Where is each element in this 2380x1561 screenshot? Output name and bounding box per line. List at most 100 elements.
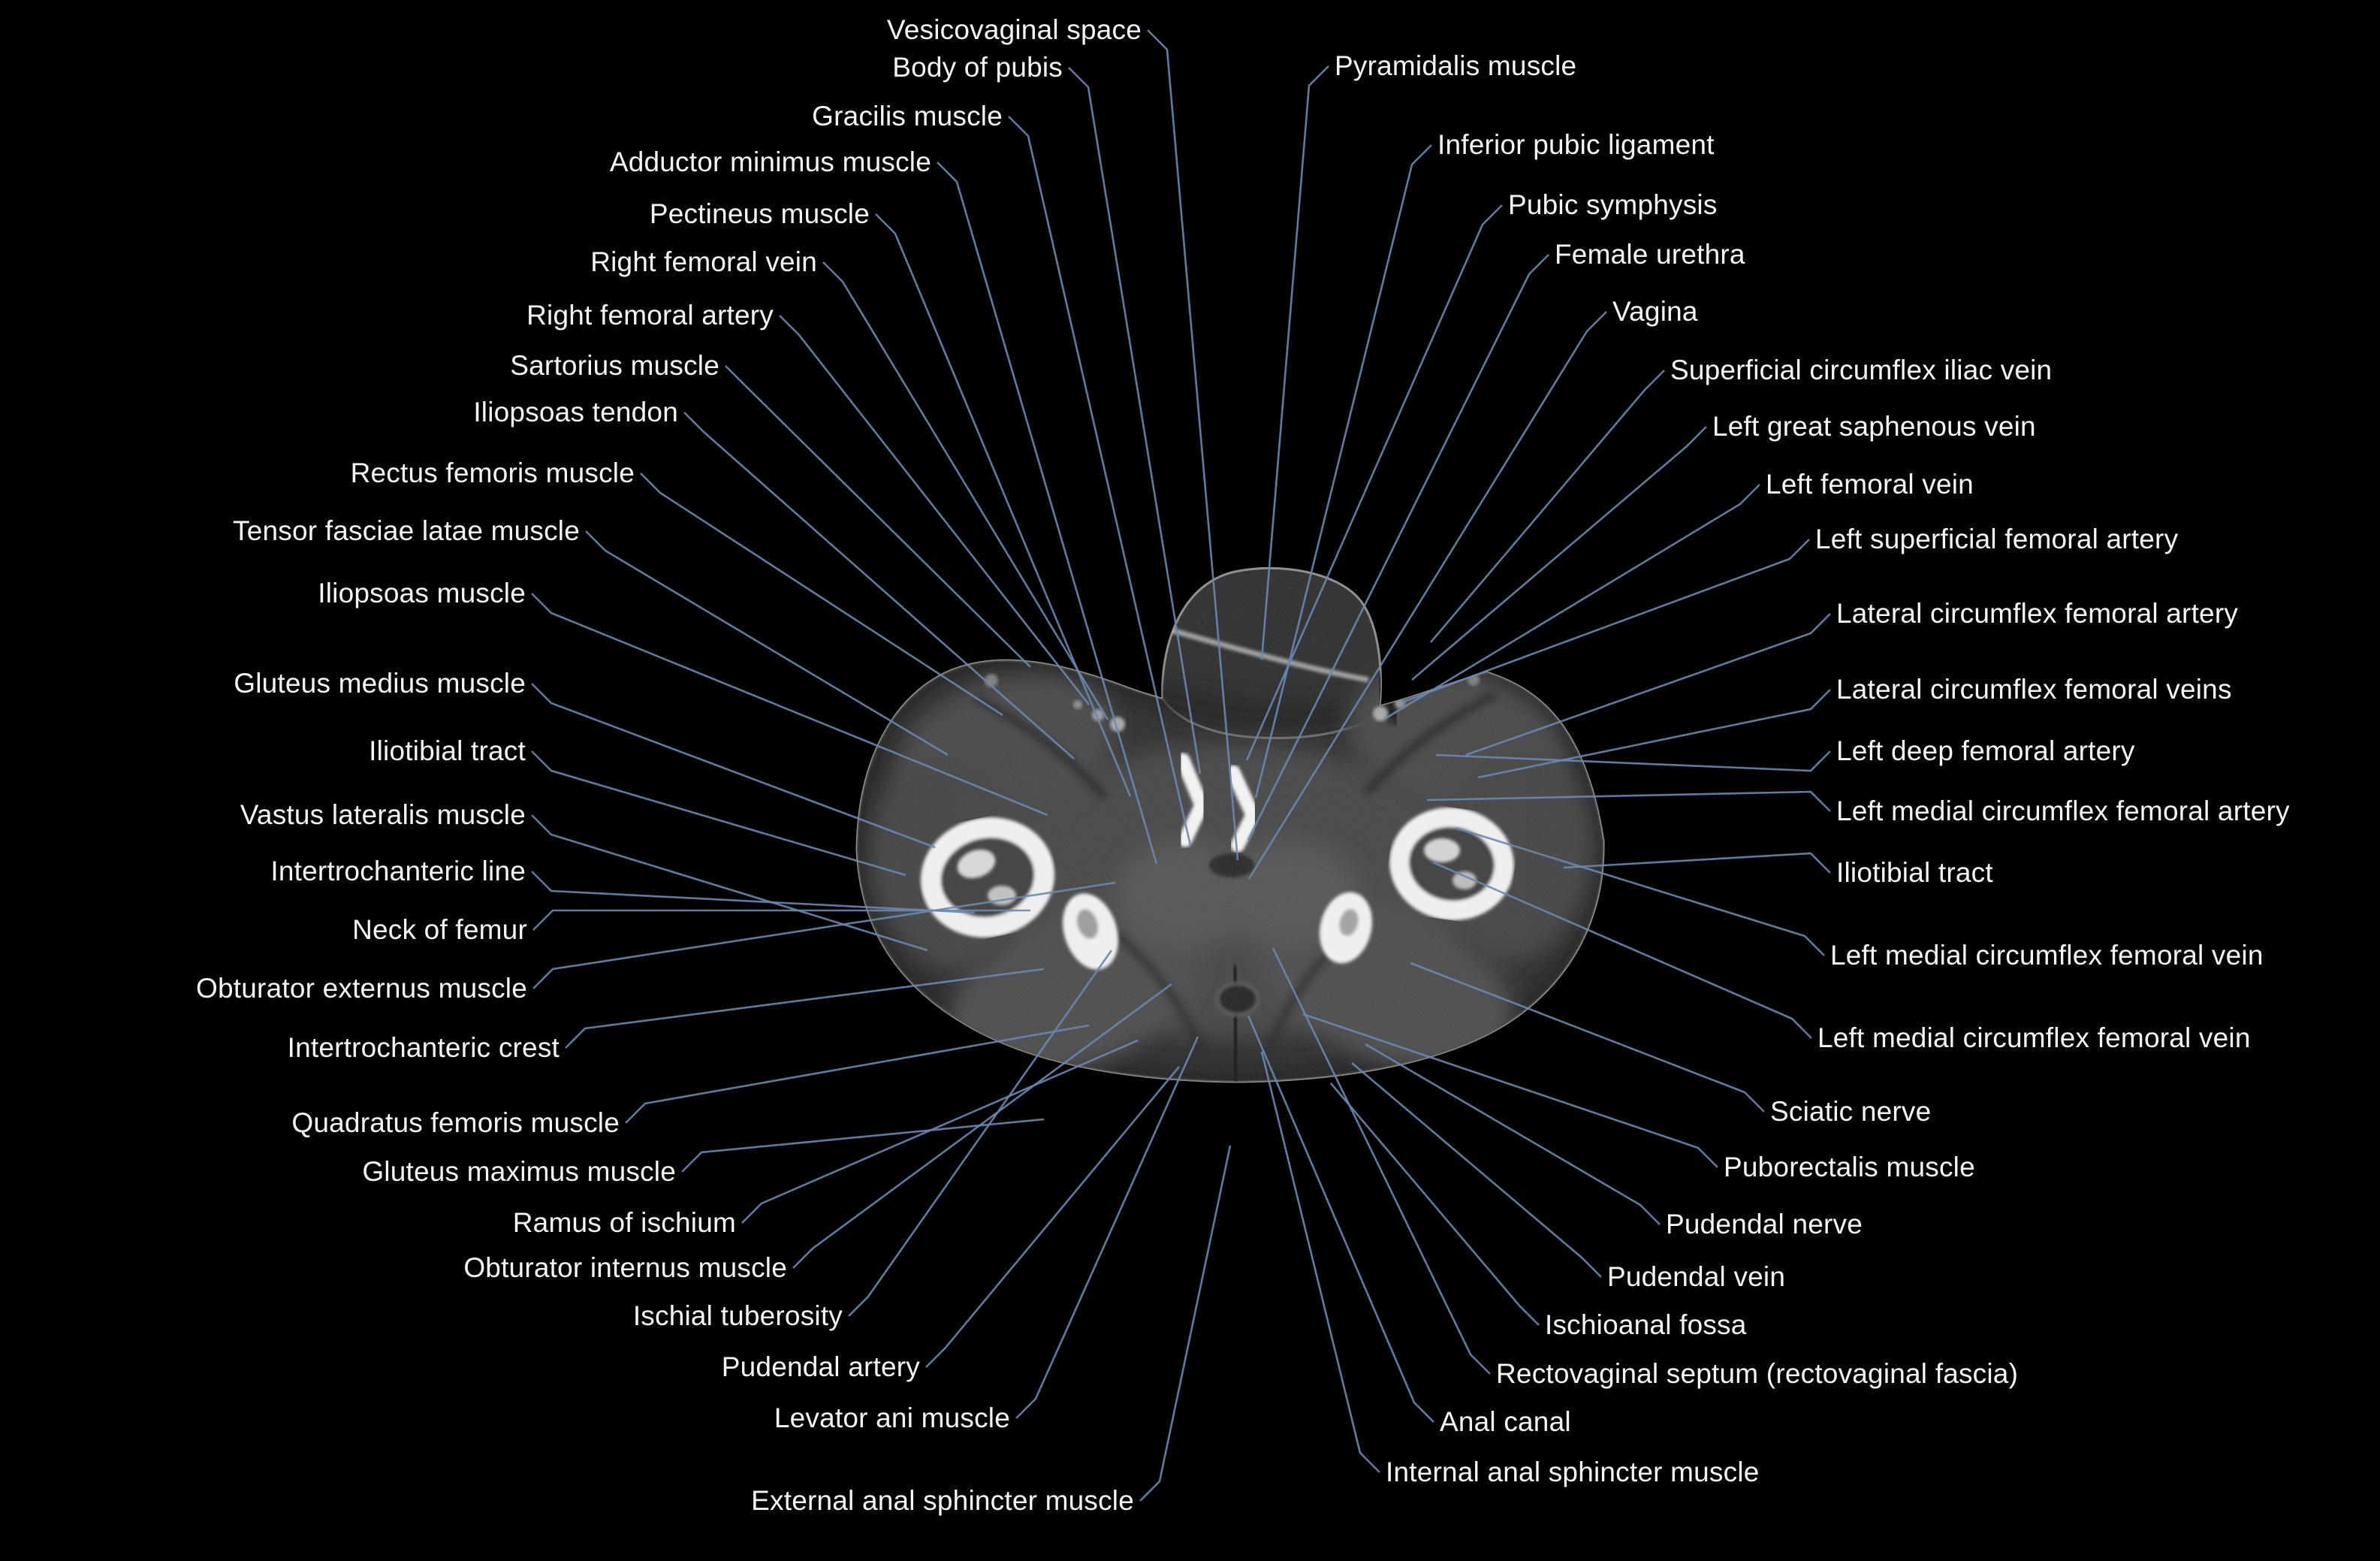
leader-line — [1563, 852, 1831, 874]
leader-line — [1247, 254, 1549, 841]
anatomy-label: Anal canal — [1440, 1405, 1571, 1439]
leader-line — [1465, 613, 1831, 756]
leader-line — [1365, 1043, 1661, 1225]
anatomy-label: Iliotibial tract — [369, 734, 526, 768]
leader-line — [848, 950, 1113, 1317]
anatomy-label: Tensor fasciae latae muscle — [233, 514, 580, 548]
anatomy-label-text: Pudendal vein — [1607, 1261, 1786, 1292]
anatomy-label: Sartorius muscle — [510, 349, 719, 383]
anatomy-label: Vesicovaginal space — [887, 13, 1142, 47]
anatomy-label: Iliopsoas tendon — [473, 395, 678, 430]
anatomy-label-text: Adductor minimus muscle — [609, 146, 931, 177]
anatomy-label: Pubic symphysis — [1508, 188, 1718, 222]
anatomy-label-text: Iliotibial tract — [369, 735, 526, 766]
leader-line — [1410, 962, 1765, 1113]
anatomy-label: Obturator internus muscle — [463, 1251, 787, 1285]
anatomy-label-text: Inferior pubic ligament — [1437, 129, 1715, 160]
leader-line — [532, 881, 1116, 989]
anatomy-label: Left medial circumflex femoral artery — [1836, 794, 2290, 829]
leader-line — [1139, 1145, 1232, 1502]
anatomy-label: Inferior pubic ligament — [1437, 128, 1715, 162]
anatomy-label-text: Rectus femoris muscle — [350, 457, 635, 488]
leader-line — [1260, 1051, 1380, 1473]
anatomy-label-text: Left deep femoral artery — [1836, 735, 2135, 766]
anatomy-label-text: Superficial circumflex iliac vein — [1670, 355, 2053, 385]
leader-line — [1302, 1013, 1718, 1168]
leader-line — [1068, 67, 1202, 774]
anatomy-label-text: Pubic symphysis — [1508, 189, 1718, 220]
leader-line — [1330, 1082, 1540, 1326]
leader-line — [640, 473, 1003, 717]
anatomy-label-text: Intertrochanteric line — [270, 856, 526, 886]
leader-line — [875, 213, 1132, 797]
anatomy-label-text: Sartorius muscle — [510, 350, 719, 381]
anatomy-label-text: Internal anal sphincter muscle — [1386, 1457, 1760, 1487]
anatomy-label-text: Gracilis muscle — [812, 101, 1003, 131]
anatomy-label: Levator ani muscle — [774, 1401, 1010, 1436]
leader-line — [625, 1024, 1090, 1124]
leader-line — [1147, 29, 1239, 861]
anatomy-label-text: Obturator externus muscle — [196, 973, 527, 1004]
anatomy-label-text: Left great saphenous vein — [1712, 411, 2036, 442]
leader-line — [1008, 116, 1192, 846]
anatomy-label: Gluteus maximus muscle — [362, 1155, 676, 1189]
anatomy-label-text: Pudendal artery — [721, 1351, 920, 1382]
anatomy-label-text: Left femoral vein — [1766, 469, 1974, 500]
anatomy-label-text: Vesicovaginal space — [886, 14, 1142, 45]
anatomy-label-text: Lateral circumflex femoral veins — [1836, 674, 2232, 705]
anatomy-label-text: Female urethra — [1555, 239, 1745, 270]
leader-line — [779, 315, 1090, 705]
anatomy-label: Superficial circumflex iliac vein — [1670, 353, 2052, 388]
anatomy-label: Sciatic nerve — [1770, 1095, 1931, 1129]
leader-line — [1383, 484, 1760, 721]
anatomy-label: Left femoral vein — [1766, 467, 1974, 502]
anatomy-label: Ischioanal fossa — [1545, 1308, 1747, 1342]
anatomy-label: Pyramidalis muscle — [1335, 49, 1576, 83]
leader-line — [741, 1039, 1139, 1224]
anatomy-label: Iliopsoas muscle — [318, 576, 526, 611]
anatomy-label: Vagina — [1612, 294, 1698, 329]
anatomy-label-text: Puborectalis muscle — [1724, 1152, 1975, 1182]
anatomy-label: Pectineus muscle — [650, 197, 870, 231]
anatomy-label: Gluteus medius muscle — [234, 666, 526, 701]
anatomy-label-text: Right femoral vein — [590, 246, 817, 277]
anatomy-label: Left deep femoral artery — [1836, 734, 2135, 768]
anatomy-label: Adductor minimus muscle — [610, 145, 931, 180]
anatomy-label: Vastus lateralis muscle — [240, 798, 526, 832]
leader-line — [683, 412, 1075, 759]
anatomy-label-text: Left medial circumflex femoral vein — [1830, 940, 2264, 971]
leader-line — [531, 683, 936, 849]
leader-line — [1271, 947, 1491, 1375]
leader-line — [1254, 144, 1432, 799]
anatomy-label: Left superficial femoral artery — [1815, 522, 2178, 557]
anatomy-label-text: Gluteus maximus muscle — [362, 1156, 676, 1187]
anatomy-label-text: Ischial tuberosity — [632, 1300, 843, 1331]
anatomy-label: External anal sphincter muscle — [751, 1484, 1134, 1518]
anatomy-label: Right femoral vein — [590, 245, 817, 279]
leader-line — [531, 750, 906, 877]
anatomy-label-text: Vagina — [1612, 296, 1698, 327]
leader-line — [1426, 790, 1831, 812]
leader-line — [925, 1066, 1180, 1368]
anatomy-label-text: Obturator internus muscle — [463, 1252, 787, 1283]
anatomy-label: Lateral circumflex femoral artery — [1836, 596, 2238, 631]
anatomy-label-text: Pudendal nerve — [1666, 1209, 1863, 1239]
leader-line — [1247, 311, 1607, 880]
anatomy-label: Pudendal vein — [1607, 1260, 1785, 1294]
anatomy-label: Rectovaginal septum (rectovaginal fascia… — [1496, 1357, 2018, 1391]
anatomy-label: Left medial circumflex femoral vein — [1817, 1021, 2251, 1055]
anatomy-label-text: Ischioanal fossa — [1545, 1309, 1747, 1340]
anatomy-label: Ischial tuberosity — [633, 1299, 843, 1333]
leader-line — [565, 968, 1045, 1049]
anatomy-label: Neck of femur — [352, 913, 527, 947]
anatomy-label-text: Body of pubis — [892, 52, 1063, 83]
leader-line — [531, 871, 976, 914]
anatomy-label-text: Left medial circumflex femoral vein — [1817, 1022, 2251, 1053]
anatomy-label-text: Levator ani muscle — [774, 1402, 1010, 1433]
leader-line — [1455, 826, 1825, 956]
leader-line — [531, 814, 928, 952]
anatomy-label: Lateral circumflex femoral veins — [1836, 672, 2232, 707]
